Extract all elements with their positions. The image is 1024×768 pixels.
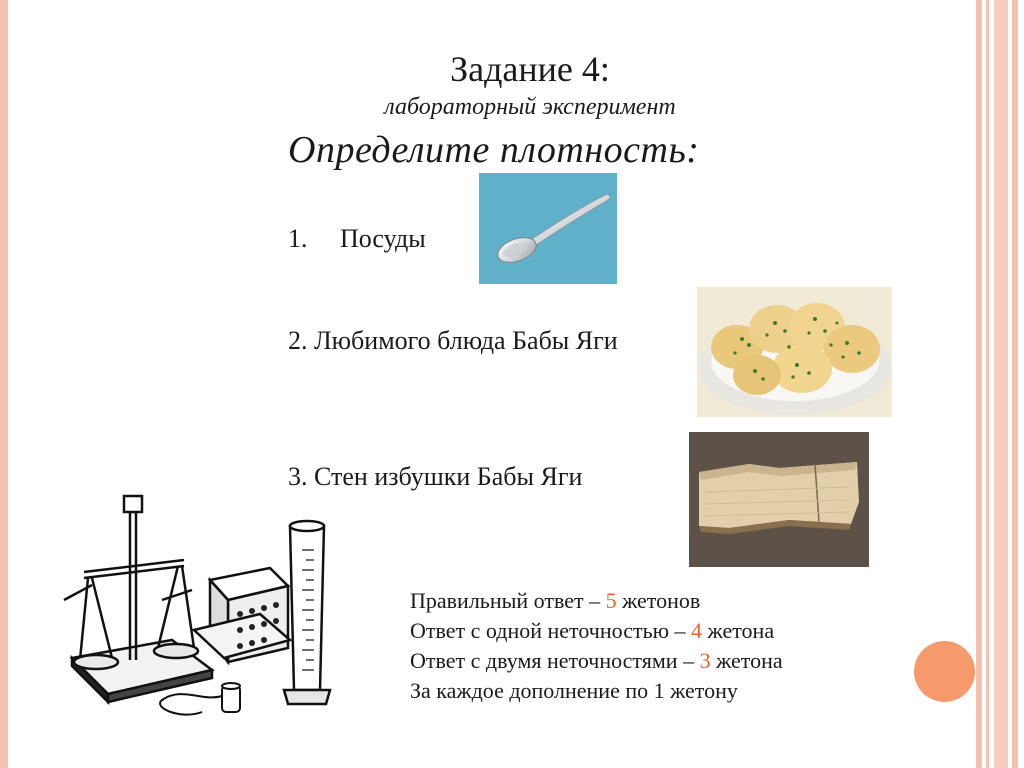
answer-text: Правильный ответ – [410,588,606,613]
lab-equipment-image [62,490,334,726]
answer-text: Ответ с одной неточностью – [410,618,692,643]
answer-suffix: жетона [702,618,775,643]
left-border [0,0,8,768]
item-number: 1. [288,224,308,253]
token-count: 5 [605,588,617,613]
wood-plank-image [689,432,869,567]
answer-suffix: жетонов [616,588,701,613]
answer-row: Правильный ответ – 5 жетонов [410,586,783,616]
potatoes-image [697,287,892,417]
item-text: Посуды [340,224,426,253]
answer-row: Ответ с двумя неточностями – 3 жетона [410,646,783,676]
decorative-stripes [976,0,1024,768]
answer-suffix: жетона [710,648,783,673]
answer-text: За каждое дополнение по 1 жетону [410,678,738,703]
token-count: 3 [699,648,711,673]
scoring-rules: Правильный ответ – 5 жетонов Ответ с одн… [410,586,783,706]
token-count: 4 [691,618,703,643]
item-dishes: 1. Посуды [288,224,426,254]
decorative-circle [914,641,975,702]
slide-subtitle: лабораторный эксперимент [384,94,676,120]
item-favorite-dish: 2. Любимого блюда Бабы Яги [288,326,618,355]
answer-text: Ответ с двумя неточностями – [410,648,700,673]
spoon-image [479,173,617,284]
task-heading: Определите плотность: [288,129,700,171]
item-hut-walls: 3. Стен избушки Бабы Яги [288,462,583,491]
slide-title: Задание 4: [450,49,610,89]
answer-row: За каждое дополнение по 1 жетону [410,676,783,706]
answer-row: Ответ с одной неточностью – 4 жетона [410,616,783,646]
